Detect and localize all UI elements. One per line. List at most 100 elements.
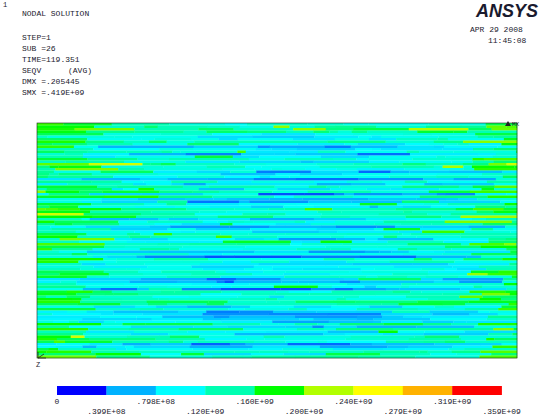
contour-band xyxy=(307,123,344,126)
contour-band xyxy=(203,221,218,224)
contour-band xyxy=(253,136,315,139)
contour-band xyxy=(457,143,469,146)
contour-band xyxy=(407,276,426,279)
contour-band xyxy=(345,338,409,341)
contour-band xyxy=(247,338,265,341)
contour-band xyxy=(116,261,183,264)
contour-band xyxy=(252,231,319,234)
contour-band xyxy=(318,286,332,289)
contour-band xyxy=(137,158,169,161)
contour-band xyxy=(403,316,423,319)
contour-band xyxy=(269,198,302,201)
stress-contour xyxy=(37,123,517,358)
contour-band xyxy=(206,183,251,186)
contour-band xyxy=(248,348,283,351)
contour-band xyxy=(326,263,353,266)
contour-band xyxy=(175,206,210,209)
contour-band xyxy=(228,326,286,329)
contour-band xyxy=(78,303,121,306)
contour-band xyxy=(359,171,391,174)
contour-band xyxy=(274,293,310,296)
contour-band xyxy=(142,163,150,166)
plot-info: MX xyxy=(512,122,519,128)
contour-band xyxy=(149,288,182,291)
contour-band xyxy=(274,286,318,289)
contour-band xyxy=(347,233,403,236)
contour-band xyxy=(286,303,337,306)
contour-band xyxy=(227,198,270,201)
contour-band xyxy=(138,286,167,289)
contour-band xyxy=(483,223,518,226)
contour-band xyxy=(374,268,421,271)
contour-band xyxy=(250,228,317,231)
contour-band xyxy=(56,346,83,349)
contour-band xyxy=(268,313,328,316)
contour-band xyxy=(360,281,380,284)
contour-band xyxy=(138,188,154,191)
contour-band xyxy=(187,331,225,334)
contour-band xyxy=(299,281,341,284)
contour-band xyxy=(37,246,104,249)
contour-band xyxy=(311,171,359,174)
contour-band xyxy=(100,316,136,319)
contour-band xyxy=(37,143,52,146)
contour-band xyxy=(193,191,220,194)
contour-band xyxy=(399,288,460,291)
contour-band xyxy=(172,233,221,236)
contour-band xyxy=(207,178,254,181)
contour-band xyxy=(255,251,309,254)
contour-band xyxy=(310,353,326,356)
contour-band xyxy=(494,183,517,186)
contour-band xyxy=(469,176,504,179)
contour-band xyxy=(389,176,436,179)
contour-band xyxy=(51,228,111,231)
contour-band xyxy=(199,336,264,339)
contour-band xyxy=(296,203,308,206)
plot-info: TIME=119.351 xyxy=(22,56,80,64)
contour-band xyxy=(484,158,518,161)
contour-band xyxy=(346,261,390,264)
contour-band xyxy=(37,328,88,331)
contour-band xyxy=(234,163,266,166)
contour-band xyxy=(221,321,272,324)
contour-band xyxy=(427,213,451,216)
contour-band xyxy=(102,198,138,201)
contour-band xyxy=(295,178,359,181)
contour-band xyxy=(296,248,331,251)
contour-band xyxy=(314,181,347,184)
contour-band xyxy=(412,263,449,266)
contour-band xyxy=(82,318,137,321)
contour-band xyxy=(37,268,61,271)
contour-band xyxy=(357,153,410,156)
contour-band xyxy=(427,181,487,184)
contour-band xyxy=(37,231,76,234)
contour-band xyxy=(355,258,415,261)
contour-band xyxy=(356,158,368,161)
contour-band xyxy=(332,286,365,289)
contour-band xyxy=(394,266,453,269)
contour-band xyxy=(87,158,137,161)
contour-band xyxy=(354,163,403,166)
contour-band xyxy=(193,148,256,151)
contour-band xyxy=(285,223,311,226)
contour-band xyxy=(308,203,360,206)
contour-band xyxy=(118,221,147,224)
contour-band xyxy=(140,233,154,236)
contour-band xyxy=(104,271,139,274)
contour-band xyxy=(506,193,517,196)
contour-band xyxy=(45,191,79,194)
contour-band xyxy=(37,251,59,254)
contour-band xyxy=(37,221,54,224)
contour-band xyxy=(288,308,307,311)
contour-band xyxy=(111,228,168,231)
contour-band xyxy=(159,148,193,151)
contour-band xyxy=(166,203,186,206)
contour-band xyxy=(451,323,478,326)
contour-band xyxy=(131,326,194,329)
contour-band xyxy=(272,191,308,194)
contour-band xyxy=(87,311,114,314)
contour-band xyxy=(90,211,151,214)
contour-band xyxy=(402,233,410,236)
contour-band xyxy=(243,328,297,331)
